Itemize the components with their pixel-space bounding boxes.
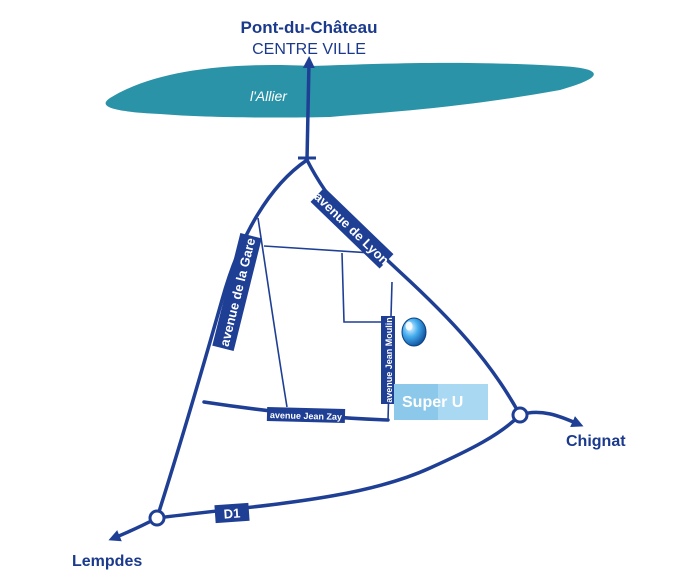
- svg-text:avenue de Lyon: avenue de Lyon: [311, 189, 392, 268]
- label-avenue-jean-moulin: avenue Jean Moulin: [381, 316, 395, 404]
- label-d1: D1: [214, 502, 250, 524]
- roundabout-chignat: [511, 406, 529, 424]
- svg-text:avenue Jean Zay: avenue Jean Zay: [270, 410, 342, 422]
- place-north-subtitle: CENTRE VILLE: [252, 41, 366, 58]
- svg-text:D1: D1: [223, 505, 241, 521]
- road-avenue-de-la-gare: [155, 158, 309, 520]
- label-avenue-de-lyon: avenue de Lyon: [310, 187, 394, 269]
- store-label: Super U: [402, 394, 463, 411]
- major-roads: [108, 56, 584, 542]
- svg-text:avenue Jean Moulin: avenue Jean Moulin: [384, 317, 394, 403]
- store-super-u[interactable]: Super U: [394, 384, 488, 420]
- roundabout-lempdes: [148, 509, 166, 527]
- label-avenue-de-la-gare: avenue de la Gare: [212, 233, 262, 351]
- river-label: l'Allier: [250, 88, 288, 104]
- place-north-title: Pont-du-Château: [241, 18, 378, 37]
- road-avenue-de-lyon: [305, 158, 522, 417]
- label-avenue-jean-zay: avenue Jean Zay: [266, 406, 346, 424]
- place-east: Chignat: [566, 433, 626, 450]
- river: [105, 62, 594, 118]
- place-southwest: Lempdes: [72, 553, 142, 570]
- road-north: [302, 56, 315, 162]
- road-to-chignat: [518, 410, 584, 428]
- road-d1: [155, 413, 522, 520]
- location-drop-icon[interactable]: [401, 317, 427, 347]
